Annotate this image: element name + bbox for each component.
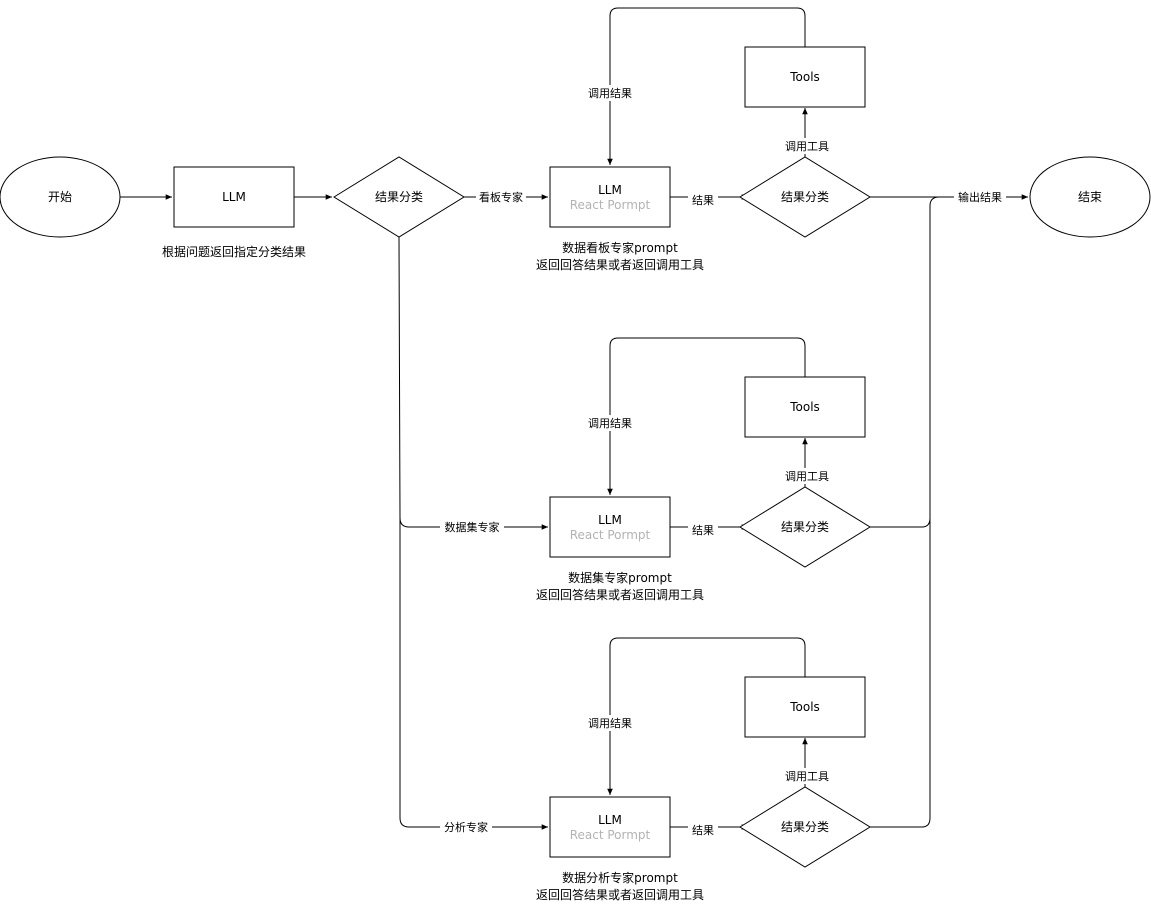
edge-decision-to-tools: 调用工具 (784, 438, 830, 487)
edge-llm-to-decision: 结果 (670, 192, 748, 208)
expert-llm-sub: React Pormpt (570, 198, 651, 212)
edge-tools-to-llm: 调用结果 (586, 637, 806, 795)
expert-llm-label: LLM (598, 183, 622, 197)
expert-llm-label: LLM (598, 513, 622, 527)
tools-label: Tools (789, 400, 820, 414)
expert-llm-node[interactable]: LLM React Pormpt (549, 796, 671, 858)
tools-label: Tools (789, 70, 820, 84)
branch-1: 结果 调用工具 调用结果 LLM React Pormpt 结果分类 Tools… (536, 7, 871, 272)
expert-llm-node[interactable]: LLM React Pormpt (549, 166, 671, 228)
route-label-3: 分析专家 (444, 820, 488, 834)
edge-router-to-branch-1: 看板专家 (464, 189, 548, 205)
edge-output-to-end: 输出结果 (870, 189, 1028, 828)
expert-note-line1: 数据看板专家prompt (562, 240, 678, 255)
router-decision-label: 结果分类 (375, 190, 423, 204)
call-tool-label: 调用工具 (785, 470, 829, 483)
start-node[interactable]: 开始 (0, 156, 121, 238)
route-label-1: 看板专家 (479, 190, 523, 204)
expert-decision-node[interactable]: 结果分类 (739, 156, 871, 238)
expert-llm-label: LLM (598, 813, 622, 827)
call-tool-label: 调用工具 (785, 770, 829, 783)
router-llm-label: LLM (222, 190, 246, 204)
route-label-2: 数据集专家 (445, 520, 500, 534)
expert-decision-label: 结果分类 (781, 520, 829, 534)
result-label: 结果 (692, 824, 714, 837)
tools-node[interactable]: Tools (744, 676, 866, 738)
edge-tools-to-llm: 调用结果 (586, 337, 806, 495)
edge-tools-to-llm: 调用结果 (586, 7, 806, 165)
expert-llm-node[interactable]: LLM React Pormpt (549, 496, 671, 558)
result-label: 结果 (692, 524, 714, 537)
end-node[interactable]: 结束 (1029, 156, 1151, 238)
call-tool-label: 调用工具 (785, 140, 829, 153)
call-result-label: 调用结果 (588, 417, 632, 430)
edge-decision-to-tools: 调用工具 (784, 738, 830, 787)
end-label: 结束 (1078, 190, 1102, 204)
router-llm-node[interactable]: LLM (173, 166, 295, 228)
expert-note-line2: 返回回答结果或者返回调用工具 (536, 257, 704, 272)
edge-router-to-branch-2: 数据集专家 (398, 236, 548, 535)
result-label: 结果 (692, 194, 714, 207)
tools-node[interactable]: Tools (744, 376, 866, 438)
edge-decision-to-tools: 调用工具 (784, 108, 830, 157)
output-label: 输出结果 (958, 190, 1002, 204)
tools-node[interactable]: Tools (744, 46, 866, 108)
edge-llm-to-decision: 结果 (670, 822, 748, 838)
expert-llm-sub: React Pormpt (570, 828, 651, 842)
router-note: 根据问题返回指定分类结果 (162, 244, 306, 259)
branch-2: 结果 调用工具 调用结果 LLM React Pormpt 结果分类 Tools… (536, 337, 871, 602)
expert-note-line2: 返回回答结果或者返回调用工具 (536, 887, 704, 902)
router-decision-node[interactable]: 结果分类 (333, 156, 465, 238)
expert-decision-node[interactable]: 结果分类 (739, 486, 871, 568)
expert-decision-node[interactable]: 结果分类 (739, 786, 871, 868)
expert-note-line1: 数据集专家prompt (568, 570, 672, 585)
expert-decision-label: 结果分类 (781, 190, 829, 204)
expert-llm-sub: React Pormpt (570, 528, 651, 542)
expert-note-line1: 数据分析专家prompt (562, 870, 678, 885)
call-result-label: 调用结果 (588, 717, 632, 730)
tools-label: Tools (789, 700, 820, 714)
edge-llm-to-decision: 结果 (670, 522, 748, 538)
start-label: 开始 (48, 190, 72, 204)
branch-3: 结果 调用工具 调用结果 LLM React Pormpt 结果分类 Tools… (536, 637, 871, 902)
call-result-label: 调用结果 (588, 87, 632, 100)
expert-note-line2: 返回回答结果或者返回调用工具 (536, 587, 704, 602)
expert-decision-label: 结果分类 (781, 820, 829, 834)
edge-router-to-branch-3: 分析专家 (399, 518, 548, 835)
